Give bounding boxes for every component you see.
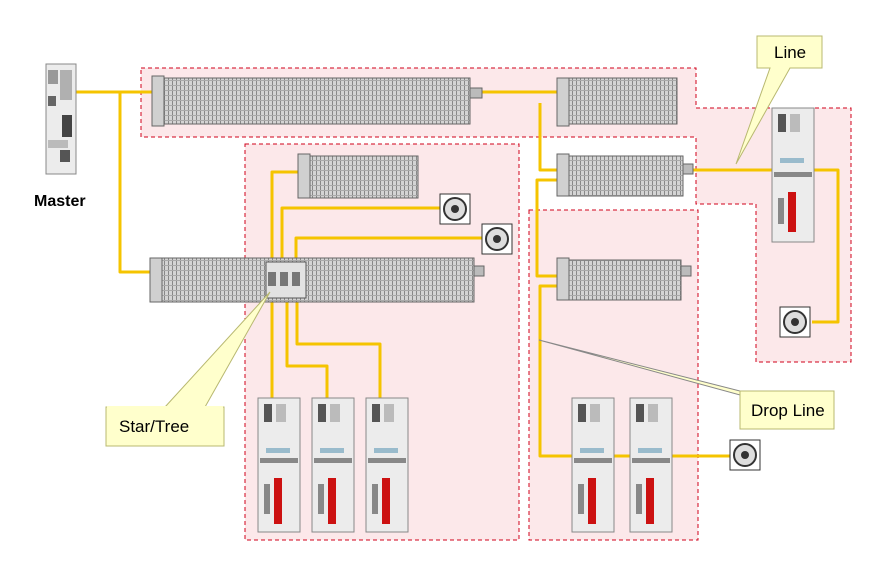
drive-drop-2[interactable] [629,397,673,533]
cable-drive-r-to-motor-r [805,168,840,324]
coupler-drop[interactable] [556,257,692,301]
motor-drop[interactable] [729,439,761,471]
motor-star-1[interactable] [439,193,471,225]
cable-star-1 [270,170,300,276]
drive-star-1[interactable] [257,397,301,533]
callout-star-tree: Star/Tree [105,291,271,447]
coupler-line[interactable] [556,153,694,197]
callout-line-text: Line [774,43,806,62]
callout-drop-line-text: Drop Line [751,401,825,420]
drive-star-3[interactable] [365,397,409,533]
drive-drop-1[interactable] [571,397,615,533]
drives [257,107,815,533]
coupler-mid-main[interactable] [149,257,485,303]
cable-c2-to-c3 [538,103,563,172]
master-label: Master [34,193,86,210]
callout-line: Line [735,35,823,165]
cable-c3-to-c4 [535,178,563,278]
master-controller[interactable] [45,63,77,175]
motor-star-2[interactable] [481,223,513,255]
coupler-top-right[interactable] [469,77,678,127]
motor-line[interactable] [779,306,811,338]
callout-star-tree-text: Star/Tree [119,417,189,436]
cable-star-2 [280,206,440,276]
cable-master-to-coupler-mid [118,92,160,274]
drive-star-2[interactable] [311,397,355,533]
coupler-top-main[interactable] [151,75,471,127]
callout-drop-line: Drop Line [538,339,835,430]
coupler-star-top[interactable] [297,153,419,199]
drive-line[interactable] [771,107,815,243]
